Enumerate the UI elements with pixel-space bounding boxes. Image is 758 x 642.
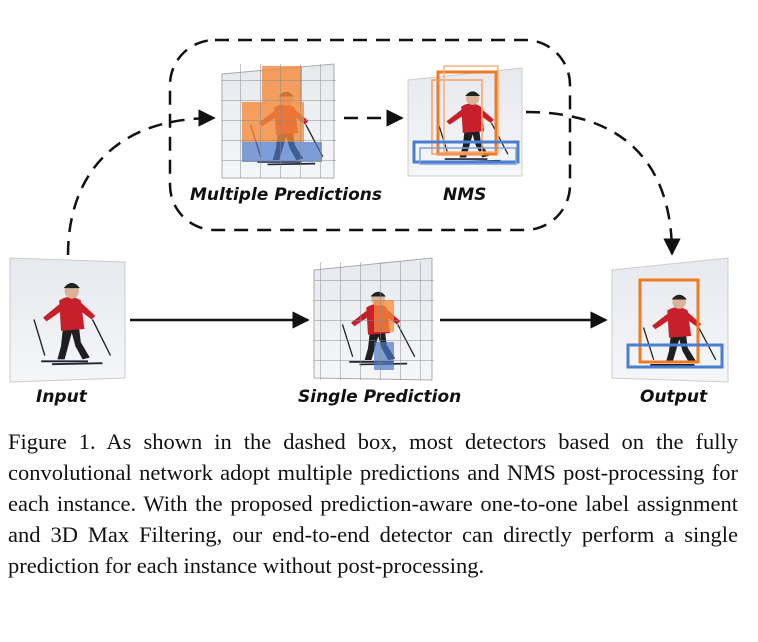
input-image (9, 257, 126, 383)
figure-caption: Figure 1. As shown in the dashed box, mo… (8, 429, 738, 578)
input-label: Input (36, 387, 88, 407)
multiple-predictions-image (221, 63, 336, 179)
arrow-input-to-multiple (66, 109, 216, 256)
pipeline-diagram: Input Single Prediction Output Multiple … (9, 38, 729, 407)
output-label: Output (640, 387, 708, 407)
arrow-nms-to-output (525, 110, 681, 256)
multiple-predictions-label: Multiple Predictions (190, 185, 382, 205)
nms-label: NMS (443, 185, 486, 205)
single-prediction-image (313, 257, 434, 381)
output-image (611, 257, 729, 383)
nms-image (407, 65, 523, 177)
single-prediction-label: Single Prediction (298, 387, 461, 407)
